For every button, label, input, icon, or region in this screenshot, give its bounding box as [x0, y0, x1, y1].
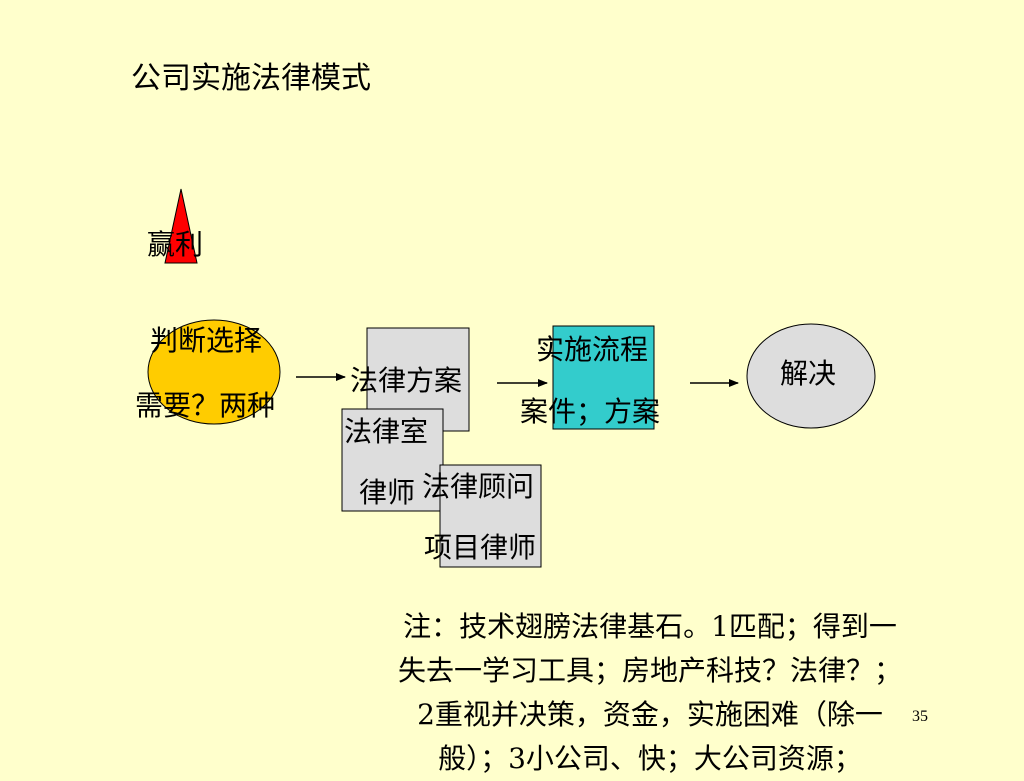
note-text: 注：技术翅膀法律基石。1匹配；得到一 失去一学习工具；房地产科技？法律？； 2重…	[340, 605, 960, 781]
case-plan-label: 案件；方案	[520, 395, 661, 428]
profit-triangle	[164, 188, 198, 264]
note-line-1: 注：技术翅膀法律基石。1匹配；得到一	[403, 610, 897, 643]
note-line-2: 失去一学习工具；房地产科技？法律？；	[397, 654, 902, 687]
process-box	[552, 325, 655, 430]
lawyer-label: 律师	[359, 476, 416, 509]
profit-label: 赢利	[147, 228, 204, 261]
legal-advisor-box	[439, 464, 542, 568]
ellipse-label-judgment: 判断选择	[150, 324, 263, 357]
process-label: 实施流程	[536, 333, 649, 366]
ellipse-label-need: 需要？两种	[135, 389, 276, 422]
legal-room-box	[341, 408, 444, 512]
legal-advisor-label: 法律顾问	[422, 470, 535, 503]
page-number: 35	[912, 708, 928, 725]
project-lawyer-label: 项目律师	[424, 531, 537, 564]
resolve-label: 解决	[780, 357, 837, 390]
slide-title: 公司实施法律模式	[131, 61, 371, 96]
legal-plan-label: 法律方案	[350, 364, 463, 397]
note-line-4: 般）；3小公司、快；大公司资源；	[438, 742, 862, 775]
judgment-ellipse	[147, 319, 281, 425]
legal-room-label: 法律室	[344, 415, 429, 448]
note-line-3: 2重视并决策，资金，实施困难（除一	[417, 698, 883, 731]
resolve-circle	[746, 323, 876, 429]
